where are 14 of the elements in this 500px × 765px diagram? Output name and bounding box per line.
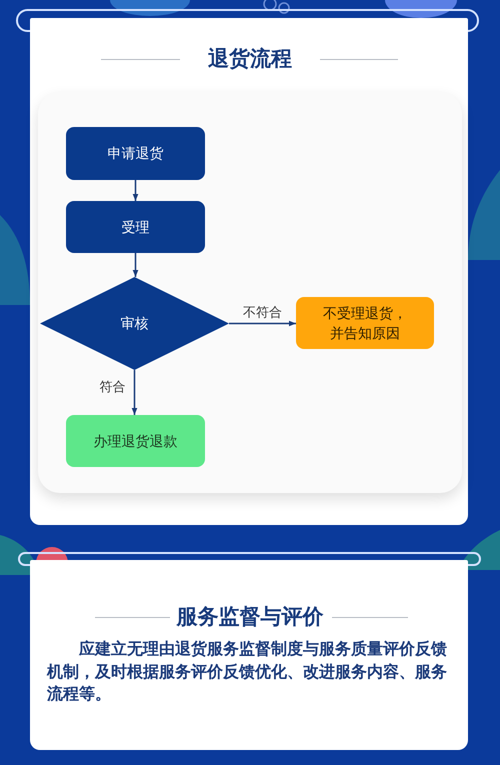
process-box: 不受理退货，并告知原因 [296, 297, 434, 349]
paragraph: 应建立无理由退货服务监督制度与服务质量评价反馈机制，及时根据服务评价反馈优化、改进服务内容、服务流程等。 [47, 639, 448, 705]
process-box: 受理 [66, 201, 205, 253]
edge-label: 符合 [98, 378, 126, 394]
process-box: 申请退货 [66, 127, 205, 180]
arrow [229, 320, 296, 326]
process-box: 办理退货退款 [66, 415, 205, 467]
arrow [132, 370, 138, 415]
section-title: 退货流程 [208, 46, 292, 72]
section-title: 服务监督与评价 [176, 604, 324, 630]
arrow [132, 180, 138, 201]
edge-label: 不符合 [242, 304, 283, 320]
decision-diamond: 审核 [40, 277, 229, 370]
arrow [132, 253, 138, 277]
